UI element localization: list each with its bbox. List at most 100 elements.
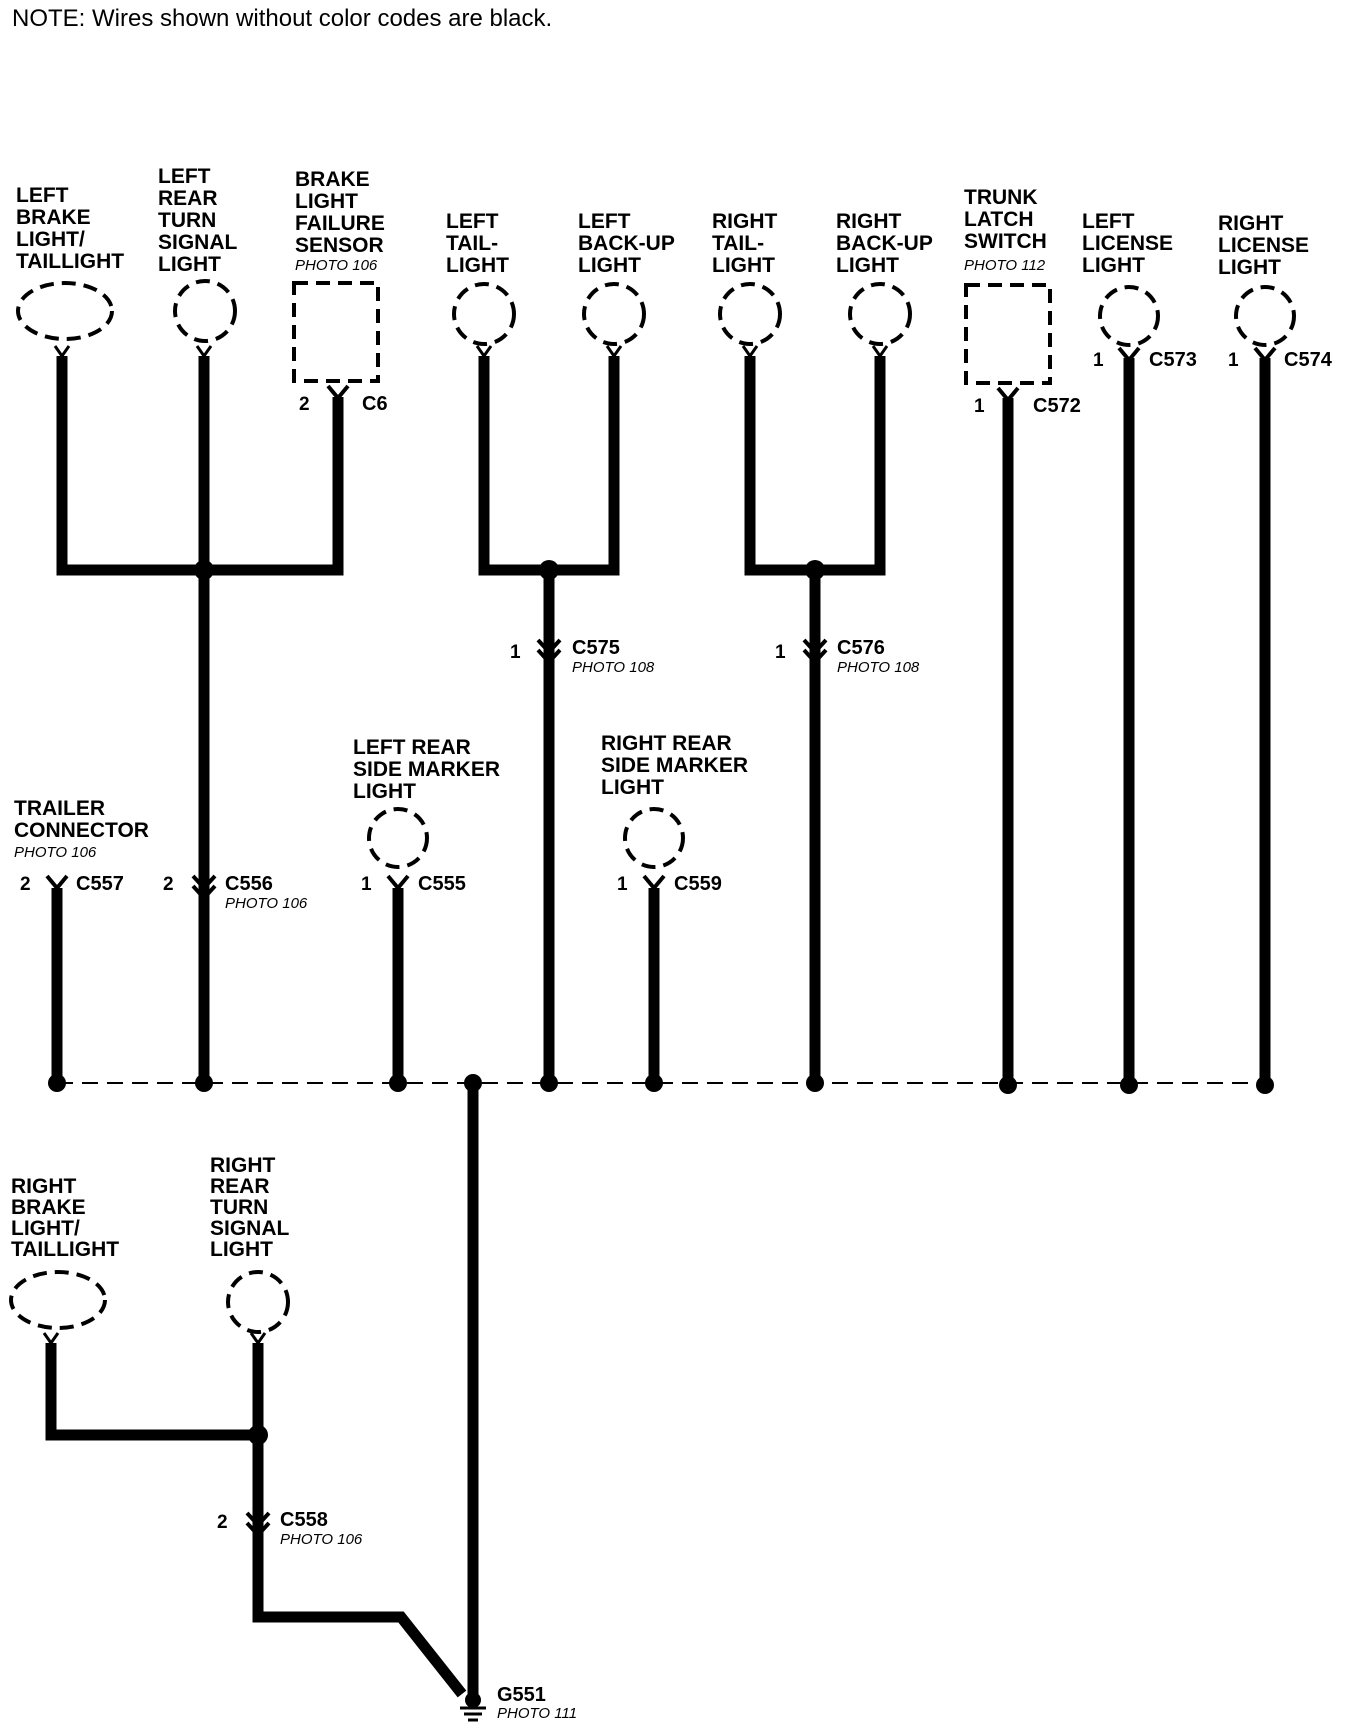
pin-number: 1 [361, 874, 372, 895]
label-line: BRAKE [295, 168, 370, 191]
connector-name: C572 [1033, 395, 1081, 417]
label-line: LIGHT [578, 254, 641, 277]
label-left-rear-side-marker: LEFT REAR SIDE MARKER LIGHT [353, 736, 500, 803]
left-taillight-bulb-icon [452, 282, 516, 346]
label-line: TURN [158, 209, 216, 232]
splice-dot [805, 560, 825, 580]
ground-bus-dot [48, 1074, 66, 1092]
photo-ref: PHOTO 108 [572, 659, 655, 676]
label-line: LICENSE [1218, 234, 1309, 257]
left-rear-turn-bulb-icon [173, 279, 237, 343]
trunk-latch-switch-box-icon [964, 283, 1052, 385]
label-line: LIGHT [353, 780, 416, 803]
photo-ref: PHOTO 106 [225, 895, 308, 912]
label-left-taillight: LEFT TAIL- LIGHT [446, 210, 509, 277]
label-line: LIGHT [601, 776, 664, 799]
label-line: TAIL- [712, 232, 764, 255]
connector-c558-icon [245, 1511, 271, 1538]
connector-name: C575 [572, 637, 620, 659]
pin-number: 1 [1093, 350, 1104, 371]
label-right-brake-light: RIGHT BRAKE LIGHT/ TAILLIGHT [11, 1175, 119, 1261]
label-line: RIGHT [210, 1154, 276, 1177]
label-line: RIGHT [836, 210, 902, 233]
connector-c574-icon [1253, 346, 1277, 364]
pigtails [42, 345, 889, 1346]
label-line: TAIL- [446, 232, 498, 255]
left-brake-light-bulb-icon [16, 281, 114, 341]
label-line: SIDE MARKER [353, 758, 500, 781]
pigtail-icon [249, 1332, 267, 1346]
label-brake-light-failure-sensor: BRAKE LIGHT FAILURE SENSOR PHOTO 106 [295, 168, 385, 274]
label-line: LEFT REAR [353, 736, 471, 759]
wiring [45, 356, 1271, 1698]
splice-dot [194, 560, 214, 580]
label-line: SIDE MARKER [601, 754, 748, 777]
label-right-license-light: RIGHT LICENSE LIGHT [1218, 212, 1309, 279]
connector-name: C558 [280, 1509, 328, 1531]
connector-c573-icon [1117, 346, 1141, 364]
label-line: BRAKE [11, 1196, 86, 1219]
label-line: LIGHT [210, 1238, 273, 1261]
label-left-backup-light: LEFT BACK-UP LIGHT [578, 210, 675, 277]
label-right-backup-light: RIGHT BACK-UP LIGHT [836, 210, 933, 277]
ground-bus-dot [1120, 1076, 1138, 1094]
label-left-license-light: LEFT LICENSE LIGHT [1082, 210, 1173, 277]
label-line: SENSOR [295, 234, 384, 257]
connector-name: C6 [362, 393, 388, 415]
label-right-rear-side-marker: RIGHT REAR SIDE MARKER LIGHT [601, 732, 748, 799]
label-line: LIGHT [1218, 256, 1281, 279]
label-line: LIGHT [712, 254, 775, 277]
ground-bus-dot [1256, 1076, 1274, 1094]
right-brake-light-bulb-icon [9, 1270, 107, 1330]
ground-name: G551 [497, 1684, 546, 1706]
right-license-bulb-icon [1234, 285, 1296, 347]
label-line: TAILLIGHT [11, 1238, 119, 1261]
connector-c559-icon [642, 874, 666, 892]
connector-name: C576 [837, 637, 885, 659]
label-line: LIGHT [446, 254, 509, 277]
pigtail-icon [42, 1332, 60, 1346]
label-line: BACK-UP [836, 232, 933, 255]
ground-photo-ref: PHOTO 111 [497, 1705, 577, 1722]
label-line: TRUNK [964, 186, 1038, 209]
pin-number: 1 [1228, 350, 1239, 371]
connector-name: C557 [76, 873, 124, 895]
label-line: LIGHT [836, 254, 899, 277]
wire-right-turn-to-ground [252, 1343, 467, 1698]
label-line: TURN [210, 1196, 268, 1219]
pin-number: 2 [217, 1512, 228, 1533]
connector-c572-icon [996, 386, 1020, 404]
label-trunk-latch-switch: TRUNK LATCH SWITCH PHOTO 112 [964, 186, 1047, 274]
label-line: SIGNAL [158, 231, 238, 254]
label-line: REAR [158, 187, 218, 210]
ground-bus-dot [464, 1074, 482, 1092]
label-line: LEFT [16, 184, 69, 207]
label-line: CONNECTOR [14, 819, 149, 842]
brake-sensor-box-icon [292, 281, 380, 383]
pin-number: 2 [163, 874, 174, 895]
label-line: FAILURE [295, 212, 385, 235]
label-left-brake-light: LEFT BRAKE LIGHT/ TAILLIGHT [16, 184, 124, 273]
connector-name: C556 [225, 873, 273, 895]
pin-number: 2 [299, 394, 310, 415]
label-line: RIGHT REAR [601, 732, 732, 755]
label-line: BACK-UP [578, 232, 675, 255]
label-line: RIGHT [11, 1175, 77, 1198]
connector-c6-icon [326, 384, 350, 402]
label-line: LEFT [158, 165, 211, 188]
connector-name: C559 [674, 873, 722, 895]
pin-number: 1 [510, 642, 521, 663]
left-license-bulb-icon [1098, 285, 1160, 347]
wire-right-tail-backup [744, 356, 886, 576]
wire-right-brake [45, 1343, 258, 1441]
connector-symbols [45, 346, 1277, 1538]
pin-number: 1 [617, 874, 628, 895]
splice-dot [248, 1425, 268, 1445]
photo-ref: PHOTO 106 [280, 1531, 363, 1548]
pigtail-icon [53, 345, 71, 359]
ground-bus-dot [999, 1076, 1017, 1094]
label-trailer-connector: TRAILER CONNECTOR PHOTO 106 [14, 797, 149, 861]
label-line: LIGHT/ [16, 228, 85, 251]
label-line: RIGHT [712, 210, 778, 233]
pin-number: 1 [775, 642, 786, 663]
